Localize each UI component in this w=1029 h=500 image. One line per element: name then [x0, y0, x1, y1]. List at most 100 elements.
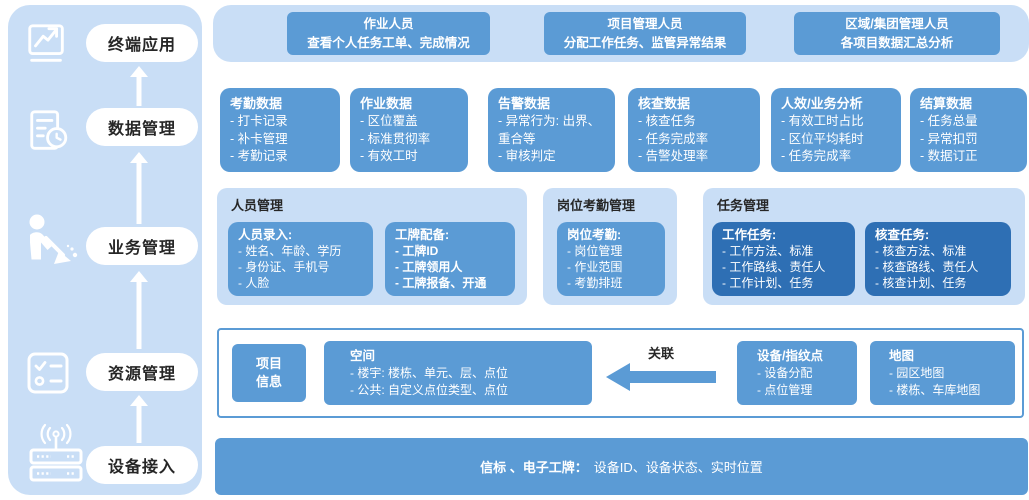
data-box-item: - 审核判定 — [498, 149, 556, 164]
data-box-item: - 有效工时占比 — [781, 114, 864, 129]
data-box-item: - 异常扣罚 — [920, 131, 978, 146]
device-access-box: 信标 、电子工牌： 设备ID、设备状态、实时位置 — [215, 438, 1028, 495]
task-mgmt-section: 任务管理 工作任务: - 工作方法、标准 - 工作路线、责任人 - 工作计划、任… — [703, 188, 1025, 305]
biz-box-item: - 身份证、手机号 — [238, 259, 330, 274]
data-box-title: 告警数据 — [498, 96, 551, 111]
layer-pill-resource-mgmt: 资源管理 — [86, 353, 198, 391]
biz-box-item: - 考勤排班 — [567, 275, 623, 290]
res-box-item: - 楼栋、车库地图 — [889, 382, 981, 397]
biz-box-item: - 工牌报备、开通 — [395, 275, 487, 290]
biz-box-item: - 作业范围 — [567, 259, 623, 274]
section-title: 任务管理 — [717, 198, 770, 213]
section-title: 岗位考勤管理 — [557, 198, 636, 213]
data-box-item: - 任务总量 — [920, 114, 978, 129]
app-box-desc: 分配工作任务、监管异常结果 — [563, 35, 727, 50]
biz-box-item: - 工作计划、任务 — [722, 275, 814, 290]
document-clock-icon — [30, 110, 68, 150]
res-box-title: 空间 — [350, 349, 376, 363]
layer-label: 资源管理 — [107, 366, 176, 383]
biz-box-item: - 核查路线、责任人 — [875, 259, 979, 274]
cleaner-icon — [29, 214, 78, 264]
app-box-title: 作业人员 — [363, 16, 414, 31]
checklist-icon — [27, 352, 69, 394]
attendance-data-box: 考勤数据 - 打卡记录 - 补卡管理 - 考勤记录 — [220, 88, 340, 172]
data-box-item: - 区位覆盖 — [360, 114, 418, 129]
inspection-data-box: 核查数据 - 核查任务 - 任务完成率 - 告警处理率 — [628, 88, 760, 172]
biz-box-item: - 工作路线、责任人 — [722, 259, 826, 274]
personnel-mgmt-section: 人员管理 人员录入: - 姓名、年龄、学历 - 身份证、手机号 - 人脸 工牌配… — [217, 188, 527, 305]
resource-container: 项目 信息 空间 - 楼宇: 楼栋、单元、层、点位 - 公共: 自定义点位类型、… — [217, 328, 1024, 418]
biz-box-item: - 核查计划、任务 — [875, 275, 967, 290]
data-box-item: - 告警处理率 — [638, 149, 709, 164]
device-access-desc: 设备ID、设备状态、实时位置 — [593, 460, 763, 475]
biz-box-title: 人员录入: — [238, 228, 293, 242]
data-box-item: - 标准贯彻率 — [360, 131, 431, 146]
layer-pill-business-mgmt: 业务管理 — [86, 227, 198, 265]
left-arrow-icon — [606, 363, 716, 391]
post-attendance-section: 岗位考勤管理 岗位考勤: - 岗位管理 - 作业范围 - 考勤排班 — [543, 188, 677, 305]
data-box-title: 作业数据 — [360, 96, 413, 111]
settlement-data-box: 结算数据 - 任务总量 - 异常扣罚 - 数据订正 — [910, 88, 1027, 172]
worker-app-box: 作业人员 查看个人任务工单、完成情况 — [287, 12, 490, 55]
app-box-desc: 各项目数据汇总分析 — [840, 35, 954, 50]
biz-box-item: - 核查方法、标准 — [875, 243, 967, 258]
inspection-task-box: 核查任务: - 核查方法、标准 - 核查路线、责任人 - 核查计划、任务 — [865, 222, 1011, 296]
up-arrow-icon — [129, 395, 149, 443]
project-info-box: 项目 信息 — [232, 344, 306, 402]
data-box-item: - 补卡管理 — [230, 131, 288, 146]
layer-pill-device-access: 设备接入 — [86, 446, 198, 484]
region-manager-app-box: 区域/集团管理人员 各项目数据汇总分析 — [794, 12, 1000, 55]
biz-box-item: - 工牌ID — [395, 243, 439, 258]
up-arrow-icon — [129, 66, 149, 106]
project-info-line: 信息 — [255, 374, 282, 389]
data-box-title: 考勤数据 — [230, 96, 283, 111]
res-box-item: - 公共: 自定义点位类型、点位 — [350, 382, 508, 397]
layer-sidebar: 终端应用 数据管理 业务管理 资源管理 设备接入 — [8, 5, 202, 495]
data-box-title: 人效/业务分析 — [781, 96, 863, 111]
work-task-box: 工作任务: - 工作方法、标准 - 工作路线、责任人 - 工作计划、任务 — [712, 222, 855, 296]
layer-label: 业务管理 — [107, 240, 176, 257]
app-box-desc: 查看个人任务工单、完成情况 — [307, 35, 470, 50]
data-box-item: - 任务完成率 — [781, 149, 852, 164]
biz-box-item: - 工作方法、标准 — [722, 243, 814, 258]
data-box-title: 核查数据 — [638, 96, 691, 111]
biz-box-title: 工牌配备: — [395, 228, 450, 242]
terminal-apps-container: 作业人员 查看个人任务工单、完成情况 项目管理人员 分配工作任务、监管异常结果 … — [213, 5, 1029, 62]
layer-pill-terminal-app: 终端应用 — [86, 24, 198, 62]
biz-box-title: 岗位考勤: — [567, 228, 622, 242]
data-box-item: - 数据订正 — [920, 149, 978, 164]
layer-label: 终端应用 — [107, 37, 176, 54]
data-box-item: - 打卡记录 — [230, 114, 288, 129]
res-box-item: - 楼宇: 楼栋、单元、层、点位 — [350, 366, 508, 381]
badge-equip-box: 工牌配备: - 工牌ID - 工牌领用人 - 工牌报备、开通 — [385, 222, 515, 296]
link-label: 关联 — [647, 346, 674, 361]
res-box-title: 设备/指纹点 — [757, 349, 823, 363]
layer-label: 数据管理 — [107, 121, 176, 138]
biz-box-title: 工作任务: — [722, 228, 777, 242]
device-fingerprint-box: 设备/指纹点 - 设备分配 - 点位管理 — [737, 341, 857, 405]
data-box-item: - 有效工时 — [360, 149, 418, 164]
post-attendance-box: 岗位考勤: - 岗位管理 - 作业范围 - 考勤排班 — [557, 222, 665, 296]
device-antenna-icon — [29, 423, 83, 482]
data-box-item: - 异常行为: 出界、重合等 — [498, 114, 601, 146]
efficiency-analysis-box: 人效/业务分析 - 有效工时占比 - 区位平均耗时 - 任务完成率 — [771, 88, 901, 172]
data-box-item: - 核查任务 — [638, 114, 696, 129]
map-box: 地图 - 园区地图 - 楼栋、车库地图 — [870, 341, 1015, 405]
data-box-item: - 任务完成率 — [638, 131, 709, 146]
space-box: 空间 - 楼宇: 楼栋、单元、层、点位 - 公共: 自定义点位类型、点位 — [324, 341, 592, 405]
biz-box-item: - 工牌领用人 — [395, 259, 463, 274]
alarm-data-box: 告警数据 - 异常行为: 出界、重合等 - 审核判定 — [488, 88, 615, 172]
data-box-item: - 考勤记录 — [230, 149, 288, 164]
up-arrow-icon — [129, 271, 149, 349]
biz-box-item: - 人脸 — [238, 275, 270, 290]
device-access-title: 信标 、电子工牌： — [480, 460, 588, 475]
layer-pill-data-mgmt: 数据管理 — [86, 108, 198, 146]
biz-box-item: - 姓名、年龄、学历 — [238, 243, 342, 258]
res-box-title: 地图 — [889, 349, 915, 363]
biz-box-item: - 岗位管理 — [567, 243, 623, 258]
app-box-title: 区域/集团管理人员 — [845, 16, 949, 31]
layer-label: 设备接入 — [107, 459, 176, 476]
section-title: 人员管理 — [231, 198, 284, 213]
biz-box-title: 核查任务: — [875, 228, 930, 242]
res-box-item: - 点位管理 — [757, 382, 813, 397]
